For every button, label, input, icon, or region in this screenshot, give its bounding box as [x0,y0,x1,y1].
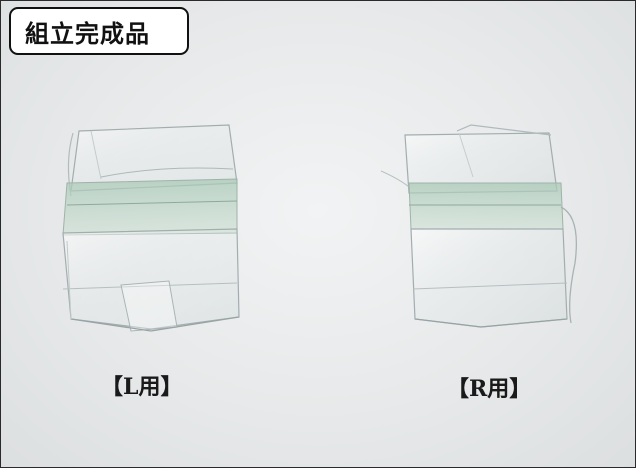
right-box-label: 【R用】 [447,376,532,402]
product-title: 組立完成品 [9,7,189,55]
right-box [380,124,578,328]
left-box [62,124,240,332]
left-box-label: 【L用】 [101,374,183,400]
